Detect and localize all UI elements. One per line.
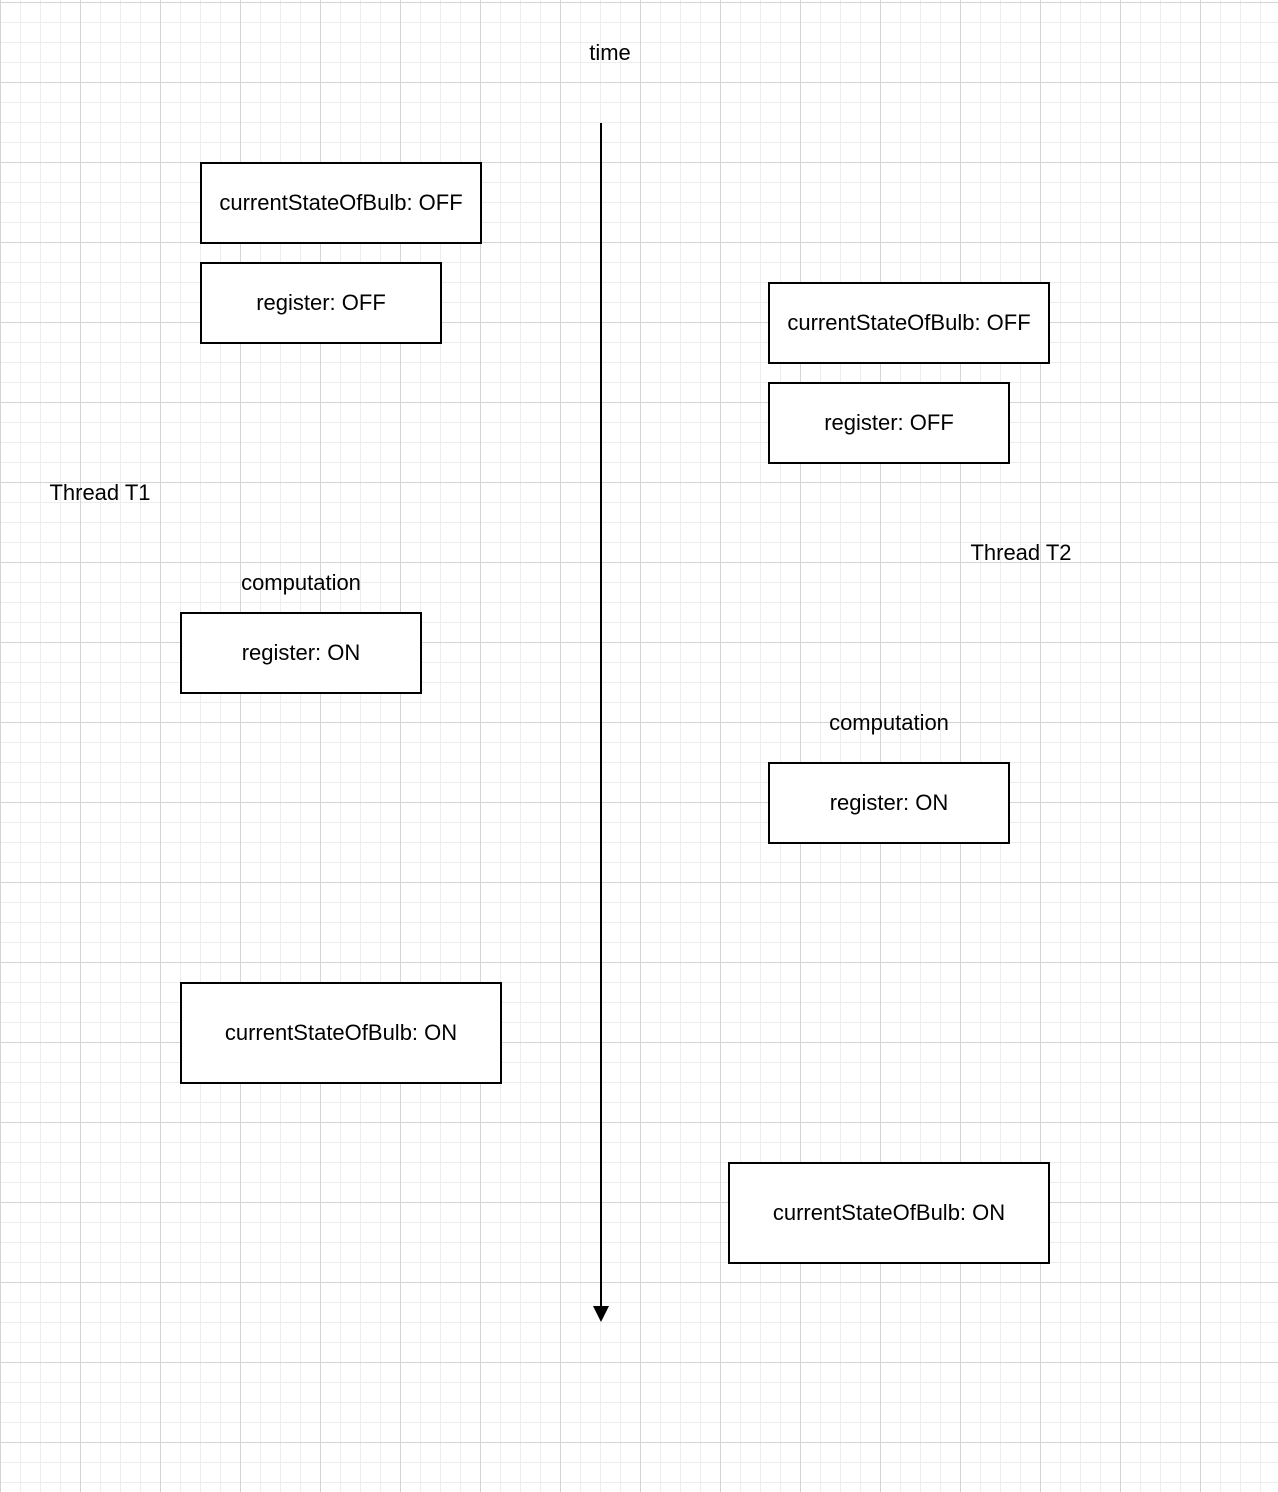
thread-t2-read-state-text: currentStateOfBulb: OFF — [787, 310, 1031, 335]
thread-t2-write-state-box: currentStateOfBulb: ON — [728, 1162, 1050, 1264]
thread-t2-register-read-text: register: OFF — [824, 410, 954, 435]
thread-t1-write-state-box: currentStateOfBulb: ON — [180, 982, 502, 1084]
thread-t1-register-read-text: register: OFF — [256, 290, 386, 315]
thread-t1-register-read-box: register: OFF — [200, 262, 442, 344]
thread-t2-title: Thread T2 — [970, 540, 1072, 565]
thread-t1-read-state-box: currentStateOfBulb: OFF — [200, 162, 482, 244]
time-label: time — [589, 40, 631, 65]
thread-t2-read-state-box: currentStateOfBulb: OFF — [768, 282, 1050, 364]
thread-t2-computation-label: computation — [829, 710, 949, 735]
thread-t1-register-computed-text: register: ON — [241, 640, 361, 665]
thread-t1-read-state-text: currentStateOfBulb: OFF — [219, 190, 463, 215]
thread-t2-register-computed-box: register: ON — [768, 762, 1010, 844]
thread-t2-write-state-text: currentStateOfBulb: ON — [772, 1200, 1006, 1225]
thread-t2-register-computed-text: register: ON — [829, 790, 949, 815]
thread-t1-write-state-text: currentStateOfBulb: ON — [224, 1020, 458, 1045]
thread-t1-title: Thread T1 — [49, 480, 151, 505]
thread-t1-register-computed-box: register: ON — [180, 612, 422, 694]
thread-t2-register-read-box: register: OFF — [768, 382, 1010, 464]
time-axis-arrowhead — [593, 1306, 609, 1322]
thread-t1-computation-label: computation — [241, 570, 361, 595]
